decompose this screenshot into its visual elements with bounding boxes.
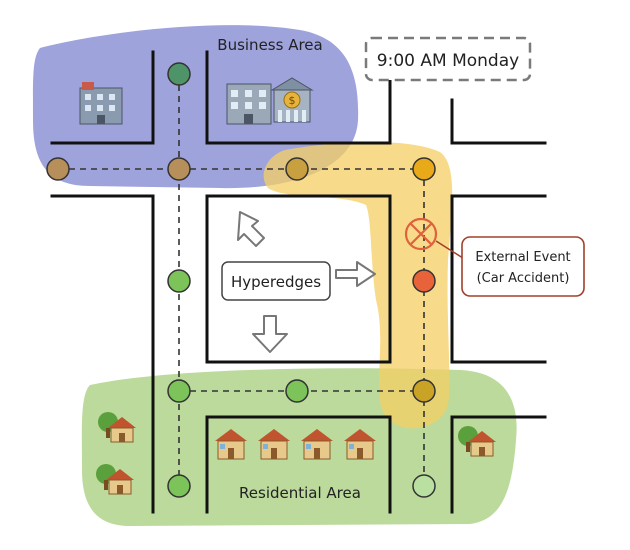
- node-orange: [412, 157, 436, 181]
- node-brown: [46, 157, 70, 181]
- business-area-label: Business Area: [217, 36, 322, 54]
- nodes: [46, 62, 436, 498]
- time-label: 9:00 AM Monday: [377, 51, 519, 71]
- residential-area-label: Residential Area: [239, 484, 361, 502]
- external-event-box: [461, 236, 585, 297]
- bank-icon: $: [270, 77, 314, 123]
- house-with-tree-icon: [458, 426, 496, 457]
- node-brown: [167, 157, 191, 181]
- external-event-subtitle: (Car Accident): [477, 271, 570, 286]
- house-with-tree-icon: [96, 464, 134, 495]
- node-green: [285, 379, 309, 403]
- svg-text:$: $: [289, 94, 296, 107]
- node-green: [167, 474, 191, 498]
- house-icon: [258, 429, 290, 460]
- node-accident: [412, 269, 436, 293]
- regions: [32, 25, 517, 526]
- accident-marker-icon: [404, 217, 438, 251]
- node-green: [167, 379, 191, 403]
- arrow-up-left-icon: [237, 211, 265, 247]
- node-gold: [412, 379, 436, 403]
- node-green: [167, 269, 191, 293]
- hyperedge-arrows: [237, 211, 376, 353]
- roads: [50, 50, 547, 514]
- house-icon: [344, 429, 376, 460]
- hyperedge-region: [263, 142, 453, 429]
- house-icon: [301, 429, 333, 460]
- node-dark-green: [167, 62, 191, 86]
- arrow-down-icon: [252, 315, 288, 353]
- office-building-icon: [226, 83, 272, 125]
- house-icon: [215, 429, 247, 460]
- office-building-icon: [79, 82, 123, 125]
- node-amber: [285, 157, 309, 181]
- external-event-title: External Event: [475, 250, 570, 265]
- house-with-tree-icon: [98, 412, 136, 443]
- hyperedges-box: [221, 261, 331, 301]
- arrow-right-icon: [335, 261, 376, 287]
- city-block: [205, 194, 392, 364]
- hyperedges-label: Hyperedges: [231, 273, 321, 291]
- business-area-region: [32, 25, 359, 189]
- node-light-green: [412, 474, 436, 498]
- time-box: [364, 36, 532, 82]
- callout-connector: [435, 240, 467, 261]
